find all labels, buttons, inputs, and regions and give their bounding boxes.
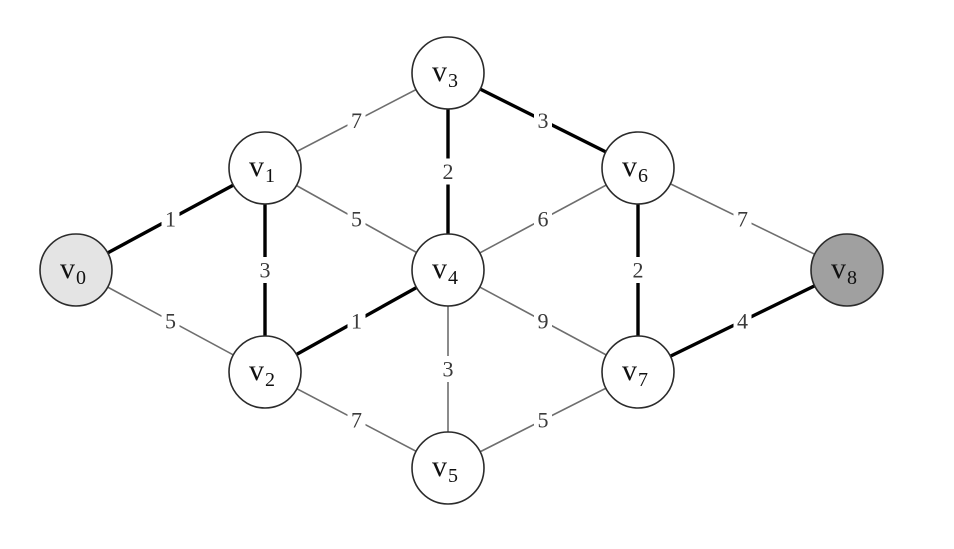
node-subscript-v4: 4 [448,267,458,289]
node-subscript-v0: 0 [76,267,86,289]
node-subscript-v5: 5 [448,465,458,487]
edge-weight-backing [347,407,366,433]
node-subscript-v6: 6 [638,165,648,187]
edge-weight-backing [534,308,552,334]
node-circle-v3 [411,36,485,110]
edge-weight-v7-v8: 4 [737,309,748,334]
edge-weight-backing [534,407,552,433]
node-subscript-v8: 8 [847,267,857,289]
edge-weight-v3-v4: 2 [443,159,454,184]
edge-weight-backing [256,257,274,283]
node-subscript-v1: 1 [265,165,275,187]
node-v3: v3 [411,36,485,110]
edge-weight-v2-v4: 1 [351,309,362,334]
edge-weight-v3-v6: 3 [538,108,549,133]
node-v2: v2 [228,335,302,409]
node-circle-v7 [601,335,675,409]
nodes-layer: v0 v1 v2 v3 v4 v5 v6 v7 v8 [39,36,884,505]
edge-weight-v1-v3: 7 [351,108,362,133]
edge-weight-v0-v1: 1 [165,207,176,232]
edge-weight-v5-v7: 5 [538,408,549,433]
edge-weight-v1-v4: 5 [351,207,362,232]
edge-weight-backing [439,356,457,382]
edge-weight-backing [347,107,366,134]
edge-weight-backing [161,308,180,334]
node-circle-v6 [601,131,675,205]
edge-weight-v1-v2: 3 [260,258,271,283]
edge-weight-backing [161,206,180,232]
node-circle-v8 [810,233,884,307]
edge-weight-v0-v2: 5 [165,309,176,334]
edge-weight-v6-v8: 7 [737,207,748,232]
edge-weights-layer: 1 5 7 3 5 1 7 2 3 6 9 3 5 2 7 4 [161,107,752,433]
node-subscript-v3: 3 [448,70,458,92]
node-circle-v5 [411,431,485,505]
node-subscript-v2: 2 [265,369,275,391]
edge-weight-backing [629,257,647,283]
node-v6: v6 [601,131,675,205]
edge-weight-backing [534,206,552,232]
node-v1: v1 [228,131,302,205]
edge-weight-v4-v7: 9 [538,309,549,334]
node-v4: v4 [411,233,485,307]
edge-weight-backing [439,158,457,185]
node-label-v2: v2 [249,354,275,391]
node-v5: v5 [411,431,485,505]
node-circle-v1 [228,131,302,205]
node-v0: v0 [39,233,113,307]
edge-weight-backing [347,206,366,232]
edge-weight-backing [534,107,552,134]
node-subscript-v7: 7 [638,369,648,391]
node-label-v0: v0 [60,252,86,289]
edge-weight-v4-v6: 6 [538,207,549,232]
node-circle-v2 [228,335,302,409]
node-circle-v0 [39,233,113,307]
edge-weight-v2-v5: 7 [351,408,362,433]
node-circle-v4 [411,233,485,307]
edge-weight-backing [733,206,752,232]
node-v8: v8 [810,233,884,307]
edge-weight-v6-v7: 2 [633,258,644,283]
edge-weight-backing [733,308,752,334]
edge-weight-backing [347,308,366,334]
node-v7: v7 [601,335,675,409]
edge-weight-v4-v5: 3 [443,357,454,382]
